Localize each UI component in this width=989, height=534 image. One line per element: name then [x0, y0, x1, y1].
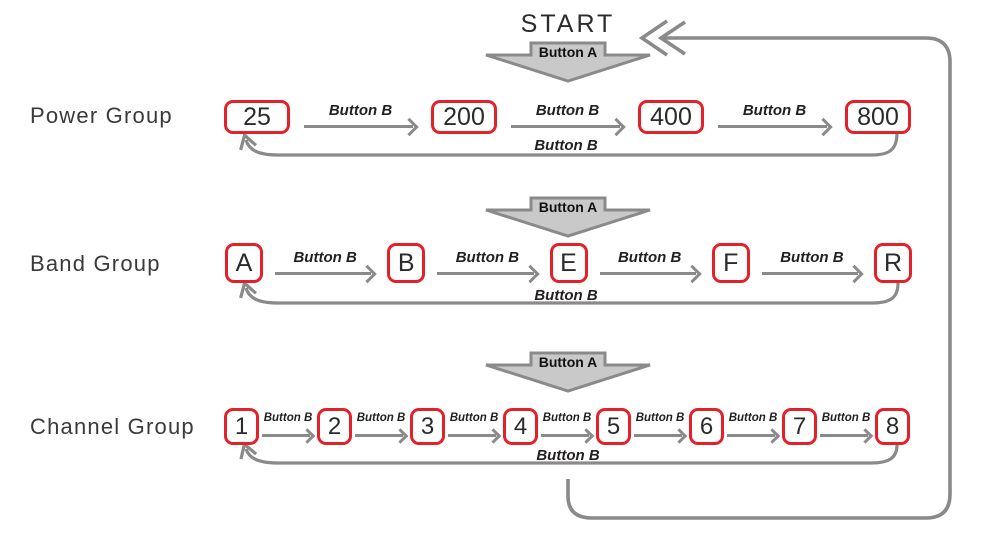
right-arrow-icon	[437, 272, 534, 276]
button-b-transition: Button B	[538, 408, 596, 445]
button-b-transition: Button B	[263, 243, 387, 283]
button-a-arrow-1: Button A	[483, 41, 653, 83]
button-b-transition: Button B	[290, 100, 431, 134]
button-b-transition: Button B	[259, 408, 317, 445]
state-box-channel-1: 1	[224, 408, 259, 445]
button-b-transition: Button B	[750, 243, 874, 283]
button-b-label: Button B	[780, 249, 844, 266]
button-b-label: Button B	[356, 412, 406, 424]
button-b-transition: Button B	[631, 408, 689, 445]
state-box-band-f: F	[711, 243, 750, 283]
button-a-arrow-3: Button A	[483, 351, 653, 393]
power-group-row: 25 Button B 200 Button B 400 Button B 80…	[224, 100, 911, 134]
state-box-band-b: B	[387, 243, 426, 283]
button-b-label: Button B	[449, 412, 499, 424]
button-b-loop-label-channel: Button B	[536, 447, 600, 464]
button-a-label: Button A	[538, 44, 598, 60]
right-arrow-icon	[727, 434, 775, 438]
button-b-transition: Button B	[497, 100, 638, 134]
state-box-channel-6: 6	[689, 408, 724, 445]
button-b-label: Button B	[535, 102, 600, 119]
right-arrow-icon	[820, 434, 868, 438]
button-b-transition: Button B	[817, 408, 875, 445]
return-to-start-wire	[566, 36, 952, 520]
button-b-label: Button B	[542, 412, 592, 424]
right-arrow-icon	[511, 125, 620, 129]
state-box-channel-7: 7	[782, 408, 817, 445]
button-b-transition: Button B	[724, 408, 782, 445]
button-b-label: Button B	[728, 412, 778, 424]
down-block-arrow-icon	[485, 41, 651, 83]
right-arrow-icon	[262, 434, 310, 438]
channel-group-row: 1 Button B 2 Button B 3 Button B 4 Butto…	[224, 408, 910, 445]
state-box-channel-2: 2	[317, 408, 352, 445]
right-arrow-icon	[761, 272, 858, 276]
state-box-band-e: E	[549, 243, 588, 283]
button-b-transition: Button B	[704, 100, 845, 134]
right-arrow-icon	[275, 272, 372, 276]
right-arrow-icon	[718, 125, 827, 129]
down-block-arrow-icon	[485, 351, 651, 393]
start-label: START	[520, 10, 616, 38]
button-b-label: Button B	[617, 249, 682, 266]
button-b-transition: Button B	[588, 243, 712, 283]
right-arrow-icon	[541, 434, 589, 438]
band-group-label: Band Group	[30, 251, 161, 276]
button-b-label: Button B	[293, 249, 357, 266]
state-box-channel-8: 8	[875, 408, 910, 445]
right-arrow-icon	[448, 434, 496, 438]
right-arrow-icon	[304, 125, 413, 129]
loopback-arrow-power	[239, 132, 899, 157]
loopback-arrow-band	[239, 280, 900, 305]
button-b-loop-label-band: Button B	[534, 287, 598, 304]
button-a-arrow-2: Button A	[483, 196, 653, 238]
right-arrow-icon	[599, 272, 696, 276]
double-chevron-left-icon	[657, 20, 686, 56]
channel-group-label: Channel Group	[30, 414, 195, 439]
button-b-loop-label-power: Button B	[534, 137, 598, 154]
loopback-arrow-channel	[239, 441, 899, 465]
state-box-power-800: 800	[845, 100, 911, 134]
button-b-label: Button B	[263, 412, 313, 424]
button-b-label: Button B	[635, 412, 685, 424]
button-b-label: Button B	[455, 249, 520, 266]
button-b-label: Button B	[742, 102, 807, 119]
button-b-label: Button B	[821, 412, 871, 424]
button-b-label: Button B	[328, 102, 393, 119]
band-group-row: A Button B B Button B E Button B F Butto…	[225, 243, 912, 283]
double-chevron-left-icon	[638, 19, 669, 57]
state-box-channel-3: 3	[410, 408, 445, 445]
state-box-band-r: R	[874, 243, 912, 283]
state-box-power-400: 400	[638, 100, 704, 134]
button-a-label: Button A	[538, 199, 598, 215]
down-block-arrow-icon	[485, 196, 651, 238]
button-b-transition: Button B	[425, 243, 549, 283]
button-b-transition: Button B	[352, 408, 410, 445]
power-group-label: Power Group	[30, 103, 173, 128]
button-b-transition: Button B	[445, 408, 503, 445]
state-box-channel-5: 5	[596, 408, 631, 445]
button-a-label: Button A	[538, 354, 598, 370]
right-arrow-icon	[634, 434, 682, 438]
right-arrow-icon	[355, 434, 403, 438]
state-box-band-a: A	[225, 243, 263, 283]
state-box-power-200: 200	[431, 100, 497, 134]
state-box-channel-4: 4	[503, 408, 538, 445]
state-box-power-25: 25	[224, 100, 290, 134]
